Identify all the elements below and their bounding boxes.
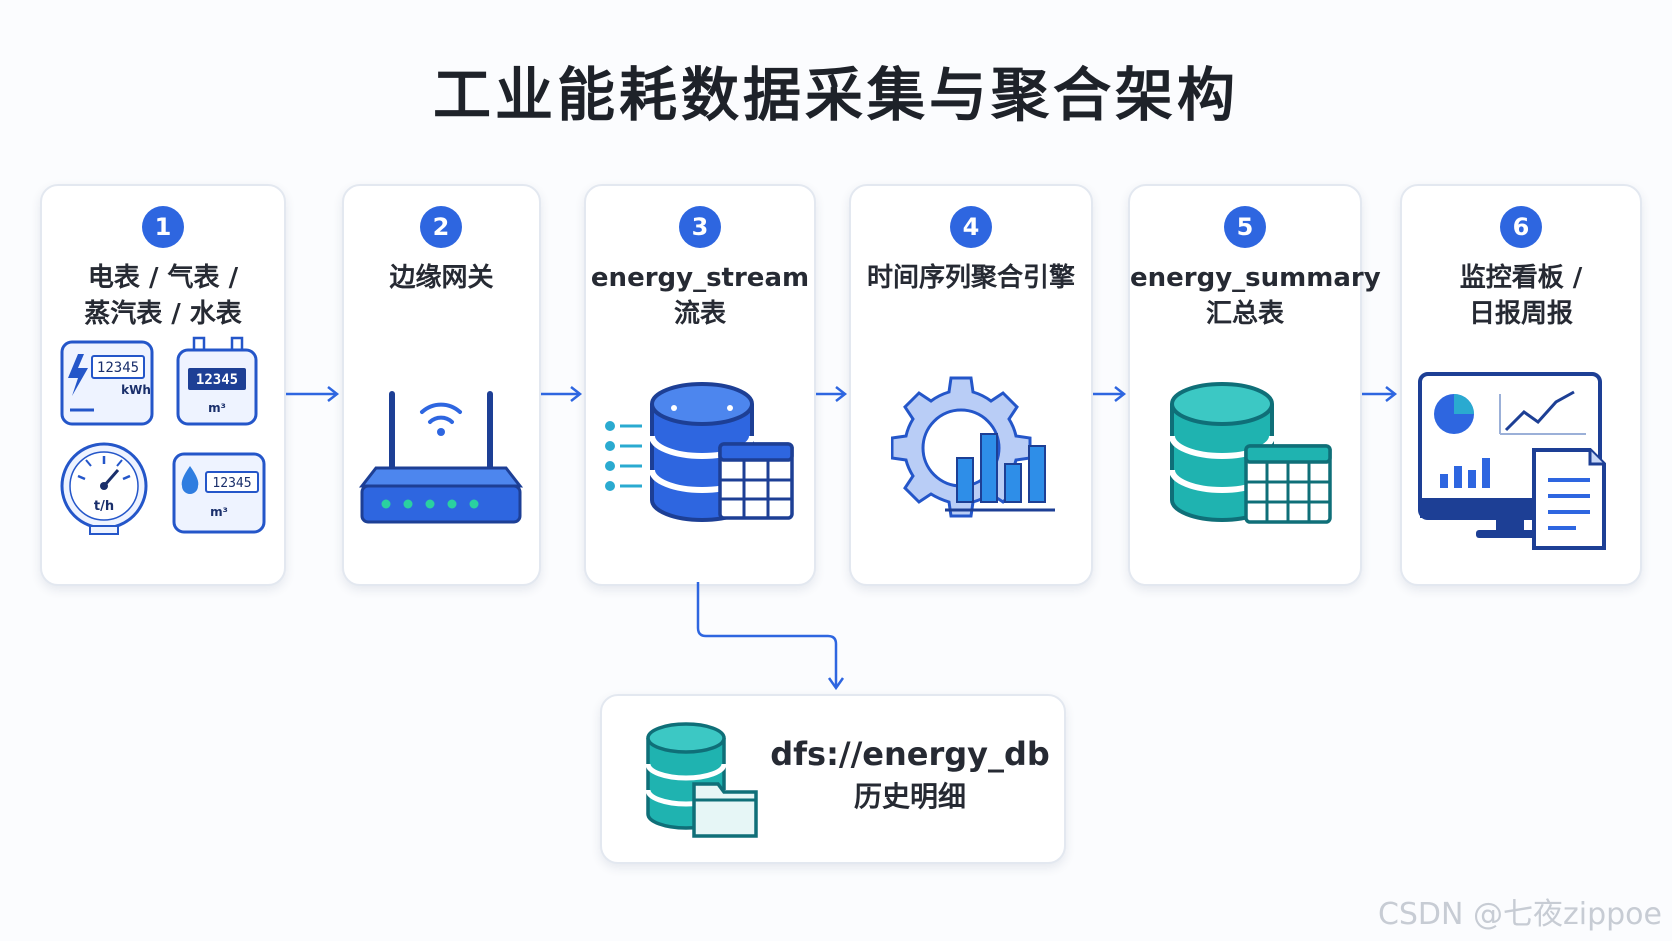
svg-text:12345: 12345 xyxy=(97,360,139,376)
history-storage-label: dfs://energy_db 历史明细 xyxy=(770,735,1050,813)
svg-text:12345: 12345 xyxy=(212,476,251,491)
arrow-1-to-2 xyxy=(286,386,340,402)
electricity-meter-icon: 12345 kWh xyxy=(60,340,154,426)
step-label-meters: 电表 / 气表 /蒸汽表 / 水表 xyxy=(84,263,242,329)
step-badge-5: 5 xyxy=(1224,206,1266,248)
step-badge-4: 4 xyxy=(950,206,992,248)
water-meter-icon: 12345 m³ xyxy=(172,452,266,534)
summary-database-icon xyxy=(1166,382,1336,532)
steam-gauge-icon: t/h xyxy=(60,442,148,535)
step-card-gateway: 2 边缘网关 xyxy=(342,184,541,586)
svg-text:12345: 12345 xyxy=(196,372,238,388)
arrow-4-to-5 xyxy=(1093,386,1127,402)
svg-text:t/h: t/h xyxy=(94,499,114,514)
router-icon xyxy=(356,382,526,532)
svg-text:m³: m³ xyxy=(210,505,228,519)
svg-text:m³: m³ xyxy=(208,401,226,415)
step-badge-1: 1 xyxy=(142,206,184,248)
svg-text:kWh: kWh xyxy=(121,383,151,397)
diagram-title: 工业能耗数据采集与聚合架构 xyxy=(432,61,1239,129)
step-badge-3: 3 xyxy=(679,206,721,248)
watermark: CSDN @七夜zippoe xyxy=(1377,897,1662,932)
arrow-2-to-3 xyxy=(541,386,583,402)
step-card-dashboard: 6 监控看板 /日报周报 xyxy=(1400,184,1642,586)
step-card-aggregation-engine: 4 时间序列聚合引擎 xyxy=(849,184,1093,586)
step-card-meters: 1 电表 / 气表 /蒸汽表 / 水表 12345 kWh 12345 m³ xyxy=(40,184,286,586)
meters-icon: 12345 kWh 12345 m³ xyxy=(56,336,268,546)
arrow-stream-to-history xyxy=(696,582,845,691)
step-label-dashboard: 监控看板 /日报周报 xyxy=(1459,263,1583,329)
database-folder-icon xyxy=(642,722,762,842)
history-storage-card: dfs://energy_db 历史明细 xyxy=(600,694,1066,864)
arrow-5-to-6 xyxy=(1362,386,1398,402)
arrow-3-to-4 xyxy=(816,386,848,402)
dashboard-icon xyxy=(1416,370,1626,560)
gear-chart-icon xyxy=(891,366,1061,526)
step-label-gateway: 边缘网关 xyxy=(389,263,494,293)
step-badge-2: 2 xyxy=(420,206,462,248)
gas-meter-icon: 12345 m³ xyxy=(176,336,258,426)
step-badge-6: 6 xyxy=(1500,206,1542,248)
stream-database-icon xyxy=(602,382,802,532)
step-label-aggregation-engine: 时间序列聚合引擎 xyxy=(866,263,1075,293)
